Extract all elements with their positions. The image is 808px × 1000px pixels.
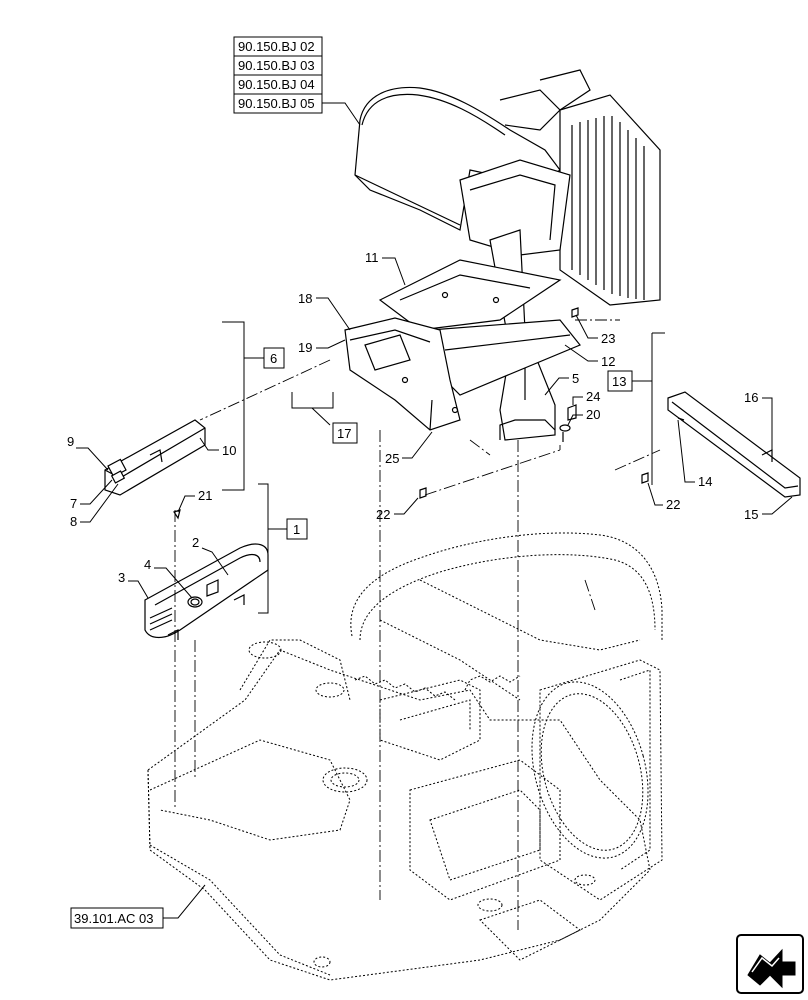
ref-90-150-bj-04[interactable]: 90.150.BJ 04: [238, 77, 315, 92]
group-box-13[interactable]: 13: [612, 374, 626, 389]
reference-box-39-101: 39.101.AC 03: [70, 884, 206, 929]
ref-39-101-ac-03[interactable]: 39.101.AC 03: [74, 911, 154, 926]
callout-4: 4: [144, 557, 151, 572]
callout-22-right: 22: [666, 497, 680, 512]
upper-cooling-assembly: [344, 69, 661, 441]
group-box-17[interactable]: 17: [337, 426, 351, 441]
callouts: 11 18 19 23 12 5 24 20 25 22 22 14 16 15…: [67, 250, 793, 599]
callout-19: 19: [298, 340, 312, 355]
panel-16: [667, 391, 801, 498]
callout-21: 21: [198, 488, 212, 503]
callout-3: 3: [118, 570, 125, 585]
group-box-6[interactable]: 6: [270, 351, 277, 366]
next-page-arrow-icon[interactable]: [736, 934, 804, 994]
callout-24: 24: [586, 389, 600, 404]
callout-8: 8: [70, 514, 77, 529]
ref-90-150-bj-05[interactable]: 90.150.BJ 05: [238, 96, 315, 111]
callout-5: 5: [572, 371, 579, 386]
chassis-frame-ghost: [147, 532, 663, 981]
callout-12: 12: [601, 354, 615, 369]
callout-16: 16: [744, 390, 758, 405]
door-panel-1: [144, 543, 269, 640]
callout-2: 2: [192, 535, 199, 550]
ref-90-150-bj-02[interactable]: 90.150.BJ 02: [238, 39, 315, 54]
callout-22-left: 22: [376, 507, 390, 522]
group-box-1[interactable]: 1: [293, 522, 300, 537]
group-boxes: 6 1 13 17: [244, 347, 652, 540]
callout-14: 14: [698, 474, 712, 489]
callout-23: 23: [601, 331, 615, 346]
callout-7: 7: [70, 496, 77, 511]
callout-18: 18: [298, 291, 312, 306]
callout-9: 9: [67, 434, 74, 449]
callout-25: 25: [385, 451, 399, 466]
callout-20: 20: [586, 407, 600, 422]
ref-90-150-bj-03[interactable]: 90.150.BJ 03: [238, 58, 315, 73]
group-brackets: [222, 321, 665, 614]
reference-box-stack: 90.150.BJ 02 90.150.BJ 03 90.150.BJ 04 9…: [233, 36, 361, 126]
center-lines: [174, 319, 661, 930]
callout-15: 15: [744, 507, 758, 522]
callout-10: 10: [222, 443, 236, 458]
callout-11: 11: [365, 250, 379, 265]
fasteners: [173, 307, 649, 520]
panel-10: [104, 419, 206, 496]
